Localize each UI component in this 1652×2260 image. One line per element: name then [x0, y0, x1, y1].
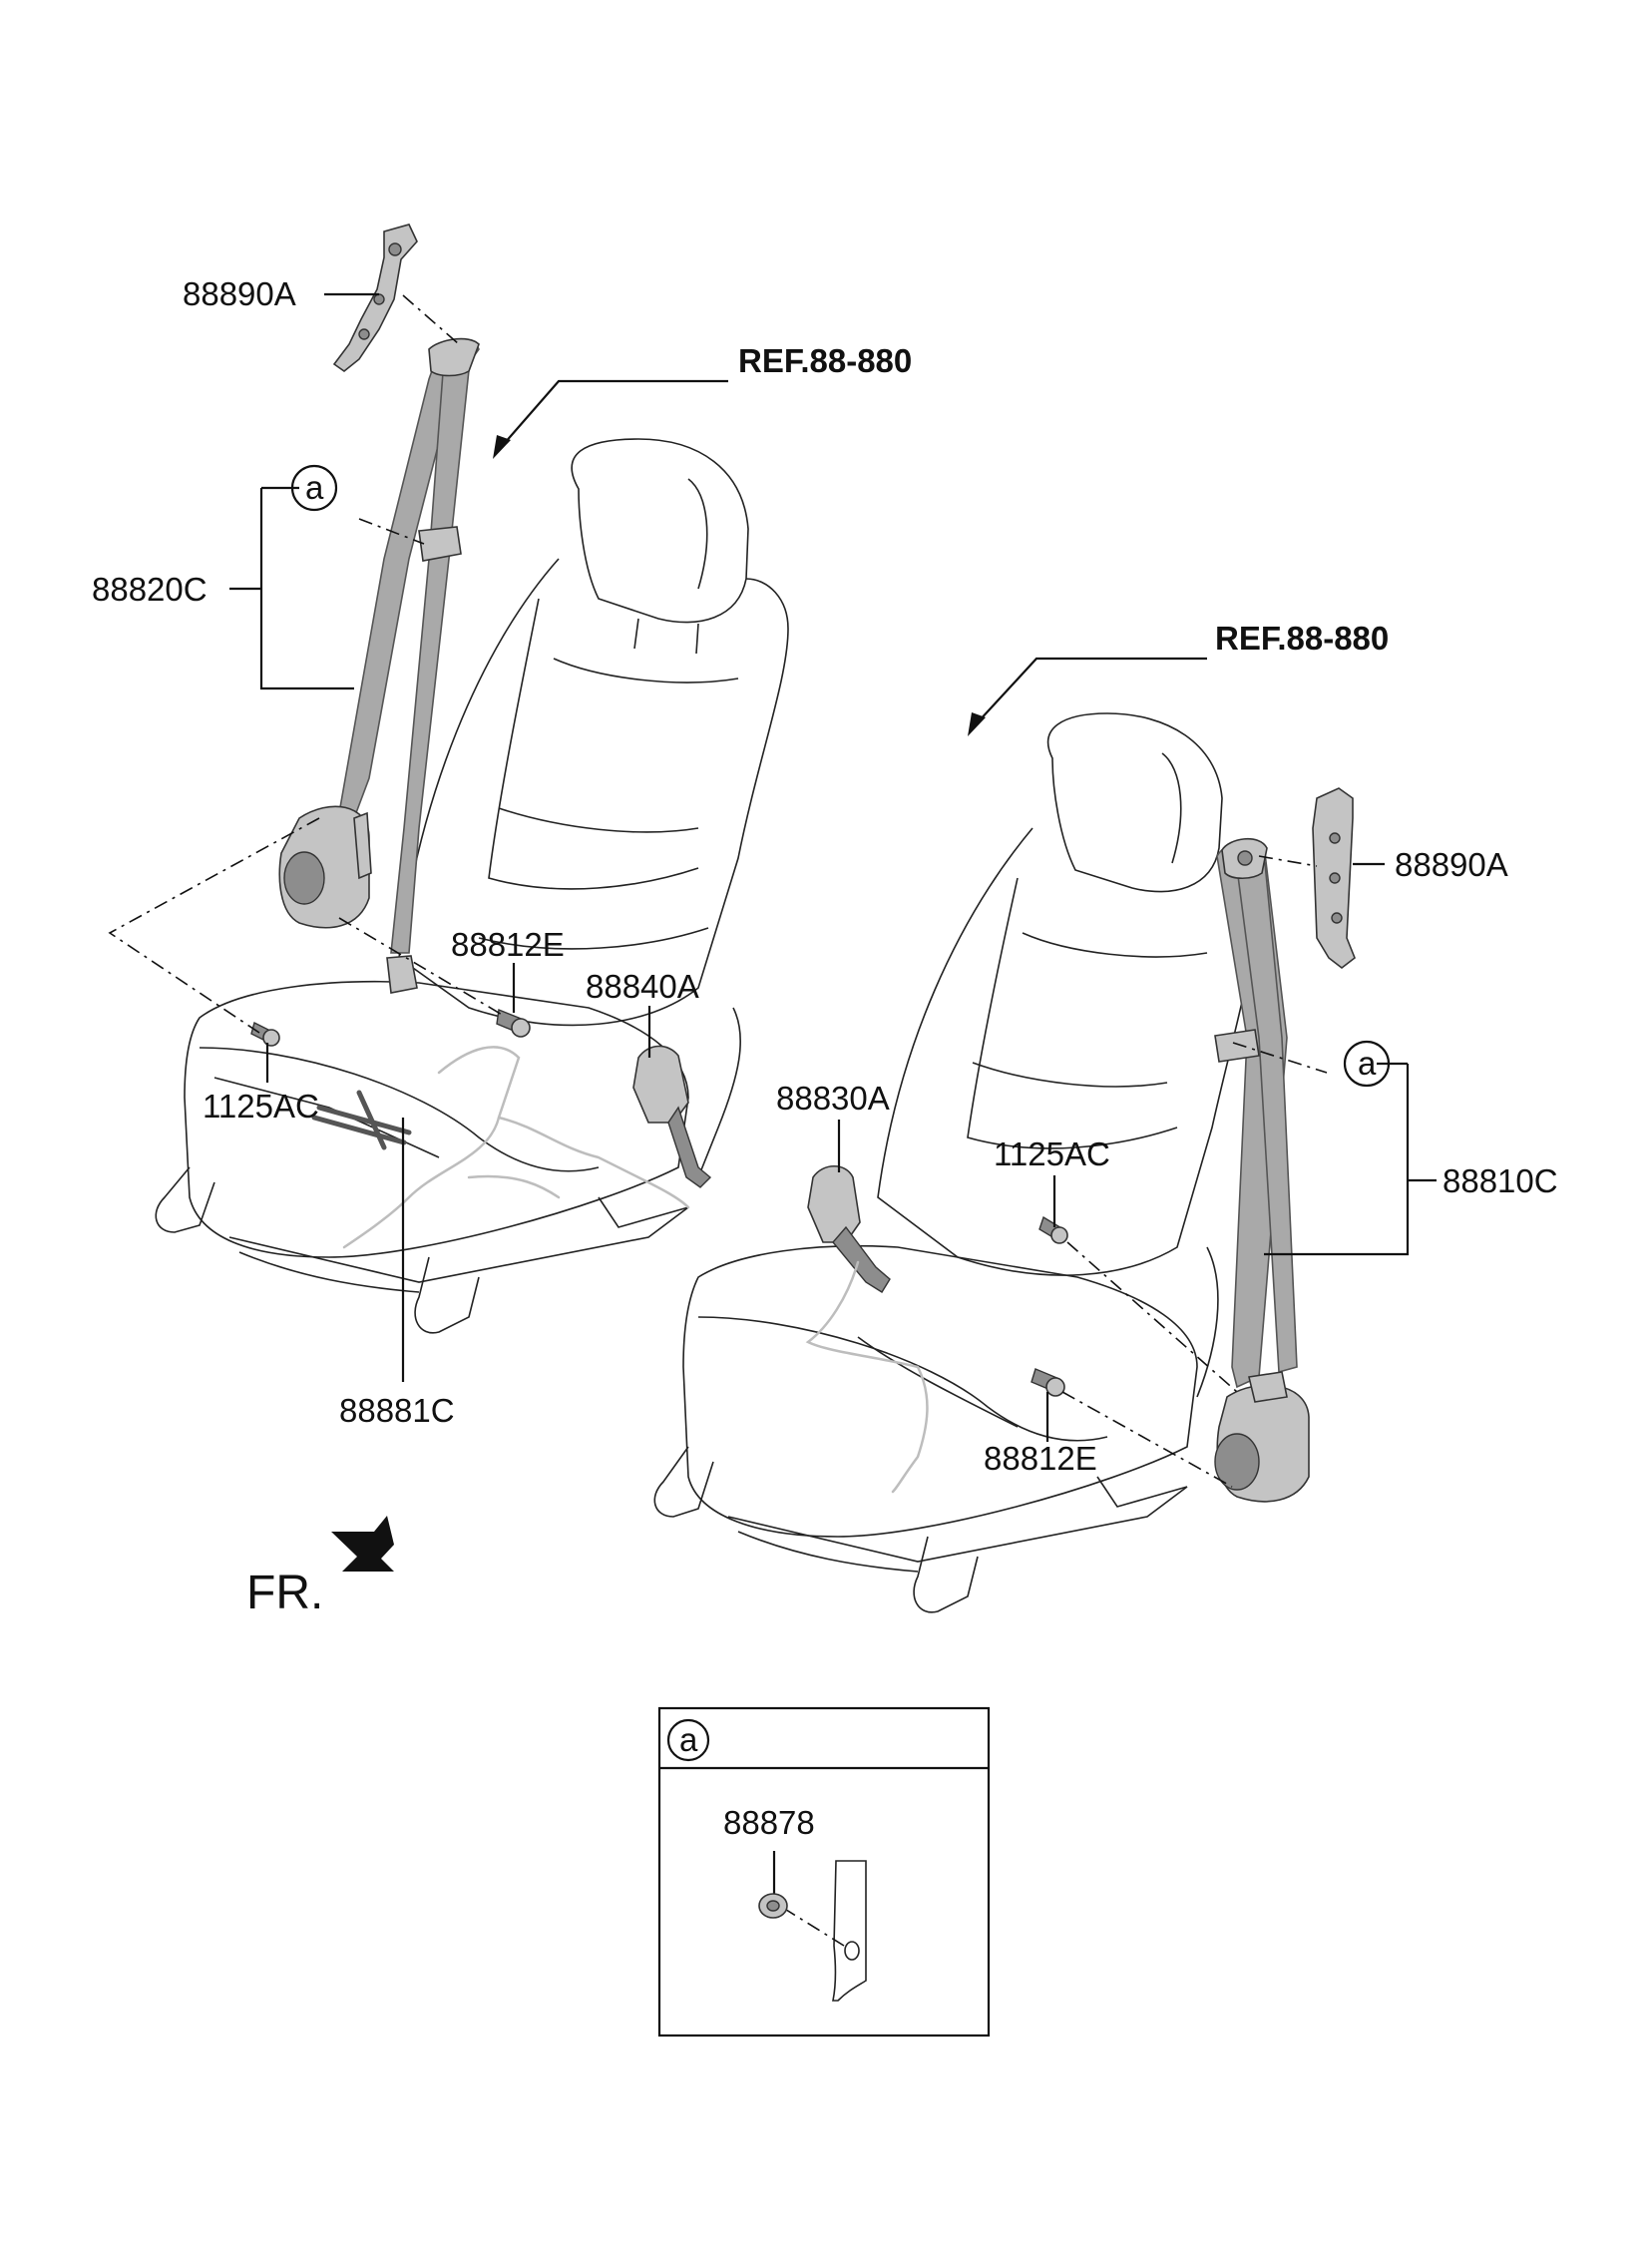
ref-label-right: REF.88-880	[1215, 620, 1389, 657]
label-88878: 88878	[723, 1804, 815, 1841]
label-88881C: 88881C	[339, 1392, 455, 1429]
buckle-right-88830A	[805, 1164, 929, 1494]
label-1125AC-left: 1125AC	[203, 1088, 319, 1125]
detail-callout-a: a	[679, 1721, 698, 1758]
buckle-left-88840A	[632, 1045, 712, 1188]
assembly-lines	[108, 294, 1328, 1488]
detail-box	[657, 1706, 991, 2037]
label-88840A: 88840A	[586, 968, 699, 1005]
bolt-right-1125AC	[1038, 1215, 1068, 1244]
bolt-left-1125AC	[250, 1021, 280, 1047]
leader-lines	[229, 292, 1437, 1442]
label-88890A-right: 88890A	[1395, 846, 1508, 883]
upper-anchor-left-88890A	[332, 224, 418, 372]
callout-circle-left	[290, 464, 338, 512]
label-88820C: 88820C	[92, 571, 207, 608]
front-direction-label: FR.	[246, 1567, 323, 1619]
front-arrow-icon	[331, 1516, 394, 1572]
label-88812E-left: 88812E	[451, 926, 565, 963]
bolt-right-88812E	[1031, 1368, 1065, 1397]
callout-a-left: a	[305, 469, 324, 506]
label-1125AC-right: 1125AC	[994, 1135, 1110, 1172]
upper-anchor-right-88890A	[1312, 787, 1356, 970]
right-seat-drawing	[653, 712, 1258, 1613]
label-88890A-left: 88890A	[183, 275, 296, 312]
label-88810C: 88810C	[1443, 1162, 1558, 1199]
wiring-harness-88881C	[311, 1046, 690, 1249]
callout-a-right: a	[1358, 1045, 1377, 1082]
label-88812E-right: 88812E	[984, 1440, 1097, 1477]
callout-circle-right	[1343, 1040, 1391, 1088]
left-seat-drawing	[155, 438, 789, 1334]
left-seat-belt-88820C	[278, 337, 480, 994]
right-seat-belt-88810C	[1214, 838, 1310, 1503]
bolt-left-88812E	[496, 1009, 531, 1038]
ref-label-left: REF.88-880	[738, 342, 912, 379]
label-88830A: 88830A	[776, 1080, 890, 1117]
